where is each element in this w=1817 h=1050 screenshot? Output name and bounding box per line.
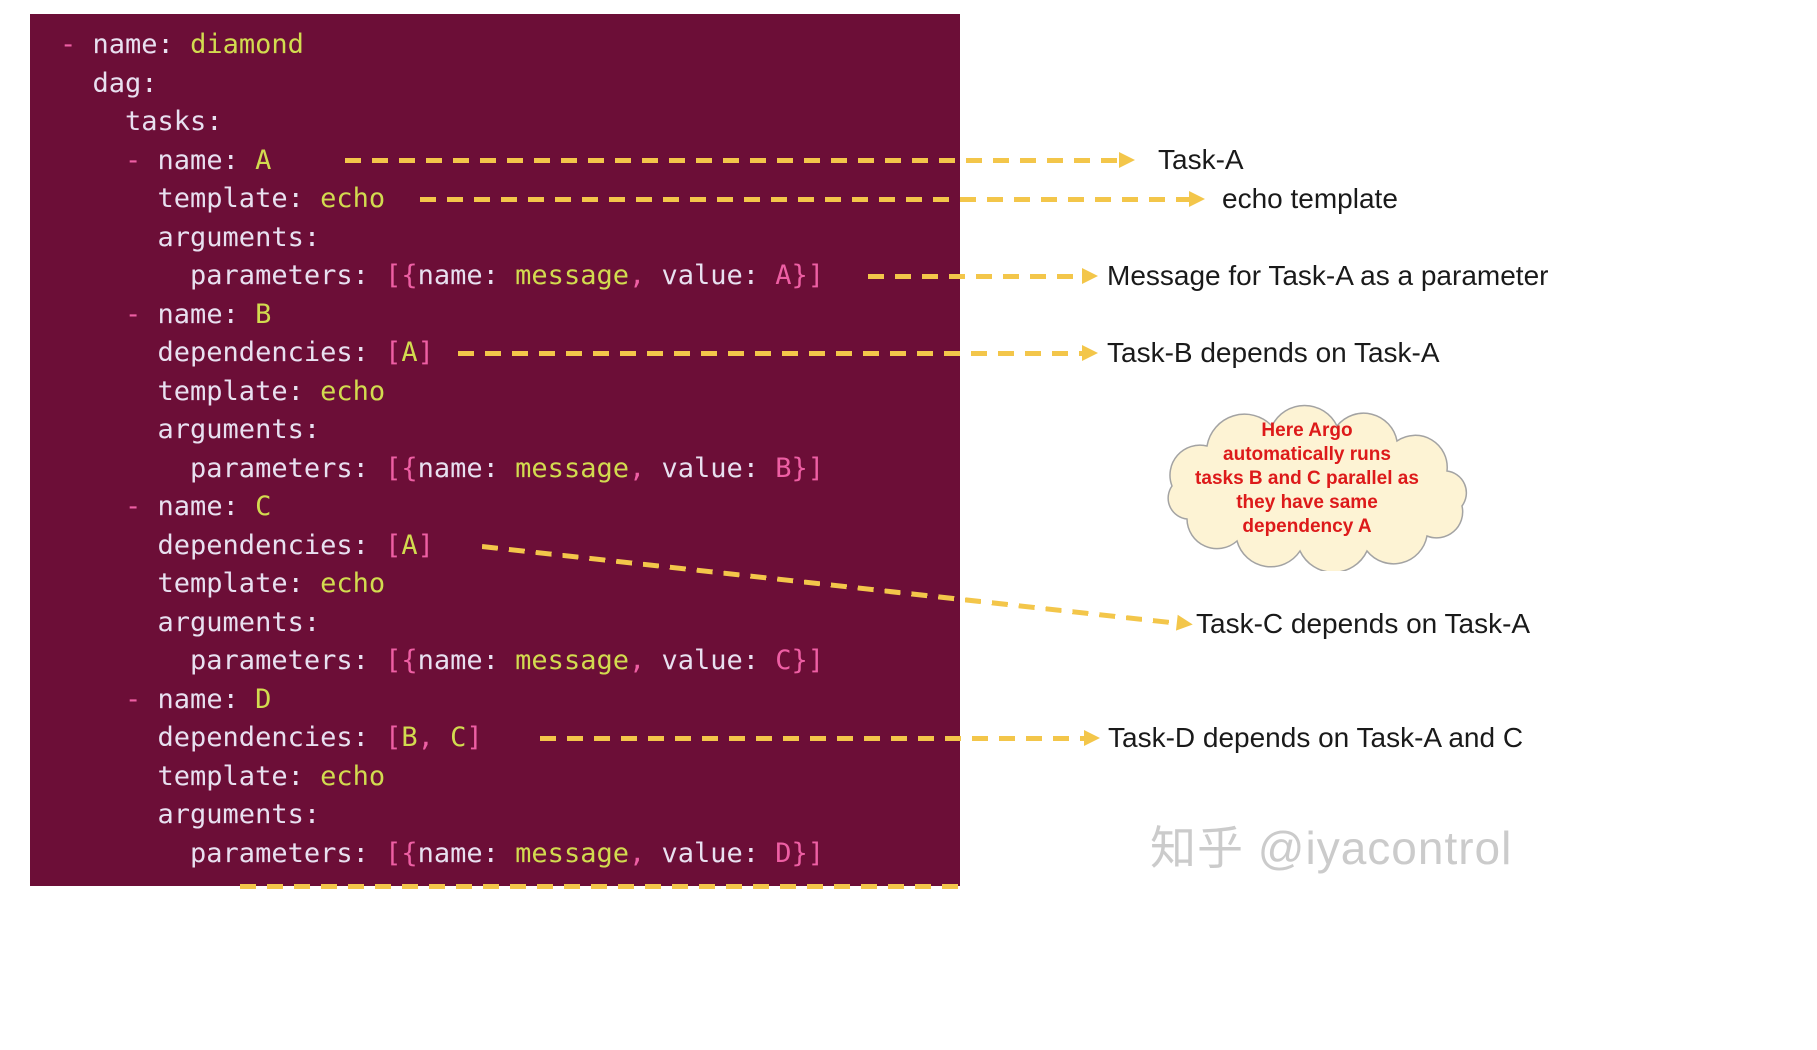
- arrow-bottom-partial: [240, 884, 958, 889]
- yaml-panel: - name: diamond dag: tasks: - name: A te…: [30, 14, 960, 886]
- code-line: - name: B: [60, 298, 272, 330]
- cloud-text-line: Here Argo: [1261, 419, 1353, 441]
- code-line: dependencies: [B, C]: [60, 722, 483, 753]
- cloud-text: Here Argo automatically runs tasks B and…: [1142, 386, 1472, 571]
- annotation-label-task-d-depends: Task-D depends on Task-A and C: [1108, 722, 1524, 753]
- code-line: - name: D: [60, 683, 272, 715]
- arrow-task-b-depends: [458, 345, 1098, 361]
- code-line: template: echo: [60, 760, 386, 792]
- code-line: dependencies: [A]: [60, 529, 434, 561]
- cloud-text-line: they have same: [1236, 491, 1378, 513]
- code-line: arguments:: [60, 221, 321, 253]
- arrow-task-a: [345, 152, 1135, 168]
- code-line: dependencies: [A]: [60, 337, 434, 368]
- code-line: dag:: [60, 67, 158, 99]
- arrow-echo-template: [420, 191, 1205, 207]
- code-line: template: echo: [60, 375, 386, 407]
- code-line: parameters: [{name: message, value: D}]: [60, 837, 825, 869]
- watermark: 知乎 @iyacontrol: [1150, 822, 1513, 874]
- arrow-task-d-depends: [540, 730, 1100, 746]
- cloud-text-line: tasks B and C parallel as: [1195, 467, 1419, 489]
- cloud-shape-icon: [1167, 404, 1468, 571]
- annotation-label-task-b-depends: Task-B depends on Task-A: [1107, 337, 1440, 368]
- code-line: - name: A: [60, 144, 272, 176]
- annotation-label-message-parameter: Message for Task-A as a parameter: [1107, 260, 1549, 291]
- code-line: - name: diamond: [60, 29, 304, 60]
- cloud-text-line: dependency A: [1242, 515, 1372, 537]
- code-line: template: echo: [60, 183, 386, 214]
- code-line: tasks:: [60, 106, 223, 137]
- annotation-label-task-a: Task-A: [1158, 144, 1244, 175]
- arrow-message-parameter: [868, 268, 1098, 284]
- code-line: parameters: [{name: message, value: A}]: [60, 260, 825, 291]
- code-line: parameters: [{name: message, value: C}]: [60, 645, 825, 676]
- note-cloud: Here Argo automatically runs tasks B and…: [1122, 386, 1492, 571]
- code-line: arguments:: [60, 414, 321, 445]
- annotation-label-echo-template: echo template: [1222, 183, 1398, 214]
- code-line: template: echo: [60, 568, 386, 599]
- code-line: arguments:: [60, 606, 321, 638]
- yaml-code: - name: diamond dag: tasks: - name: A te…: [60, 26, 952, 873]
- cloud-text-line: automatically runs: [1223, 443, 1391, 465]
- code-line: - name: C: [60, 491, 272, 522]
- code-line: arguments:: [60, 799, 321, 830]
- code-line: parameters: [{name: message, value: B}]: [60, 452, 825, 484]
- annotation-label-task-c-depends: Task-C depends on Task-A: [1196, 608, 1531, 639]
